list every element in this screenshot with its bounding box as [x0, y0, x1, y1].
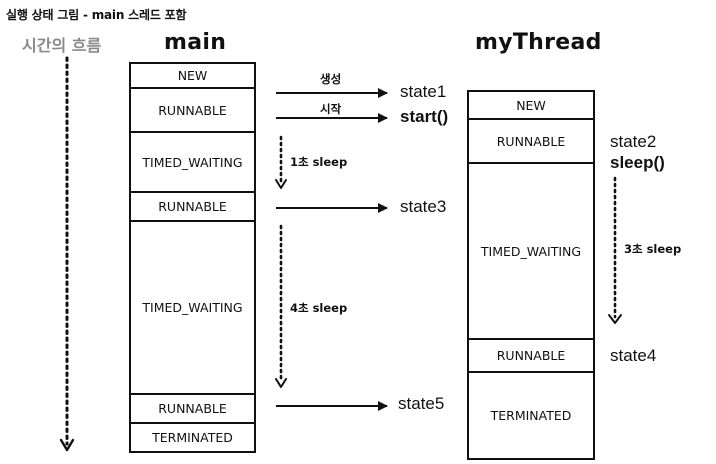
- main-state-runnable-3: RUNNABLE: [129, 393, 256, 424]
- thread-sleep3-arrow: [608, 176, 622, 324]
- state1-label: state1: [400, 82, 447, 101]
- start-label: 시작: [320, 102, 342, 116]
- sleep1-label: 1초 sleep: [290, 155, 348, 169]
- main-state-runnable-2: RUNNABLE: [129, 191, 256, 222]
- state3-label: state3: [400, 197, 447, 216]
- main-state-terminated: TERMINATED: [129, 422, 256, 453]
- sleep3-label: 3초 sleep: [624, 242, 682, 256]
- main-sleep4-arrow: [275, 224, 287, 388]
- sleep4-label: 4초 sleep: [290, 301, 348, 315]
- diagram-title: 실행 상태 그림 - main 스레드 포함: [6, 8, 187, 22]
- create-label: 생성: [320, 72, 342, 86]
- start-call-label: start(): [400, 107, 449, 126]
- time-flow-arrow: [59, 56, 75, 452]
- main-state-timed-waiting-2: TIMED_WAITING: [129, 220, 256, 395]
- mythread-column-title: myThread: [475, 30, 602, 55]
- time-flow-label: 시간의 흐름: [22, 36, 102, 55]
- thread-state-new: NEW: [467, 90, 595, 120]
- state2-label: state2: [610, 132, 657, 151]
- main-state-runnable-1: RUNNABLE: [129, 87, 256, 133]
- main-column-title: main: [164, 30, 227, 55]
- sleep-call-label: sleep(): [610, 153, 665, 172]
- state5-label: state5: [398, 394, 445, 413]
- main-state-timed-waiting-1: TIMED_WAITING: [129, 131, 256, 193]
- thread-state-terminated: TERMINATED: [467, 371, 595, 460]
- state4-label: state4: [610, 346, 657, 365]
- thread-state-timed-waiting: TIMED_WAITING: [467, 162, 595, 340]
- main-sleep1-arrow: [275, 135, 287, 189]
